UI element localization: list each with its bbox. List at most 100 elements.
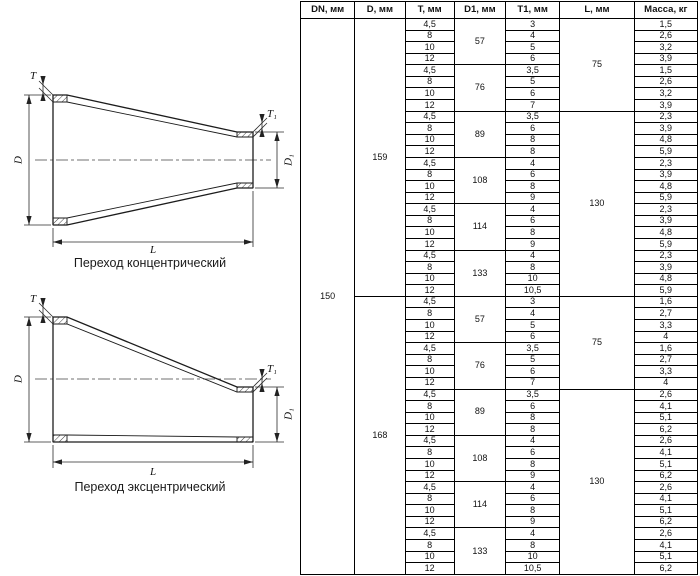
cell-mass: 4,8 [633, 272, 699, 286]
dimension-T1: T₁ [252, 108, 277, 138]
cell-t1: 6 [504, 52, 561, 66]
cell-t: 8 [404, 168, 455, 182]
cell-mass: 4 [633, 376, 699, 390]
dim-label-D1: D₁ [283, 408, 295, 421]
cell-d1: 89 [453, 110, 507, 158]
dim-label-D1: D₁ [283, 154, 295, 167]
cell-mass: 2,7 [633, 307, 699, 321]
cell-t1: 9 [504, 191, 561, 205]
cell-t: 4,5 [404, 110, 455, 124]
cell-t: 10 [404, 180, 455, 193]
cell-t1: 3,5 [504, 342, 561, 355]
cell-t1: 6 [504, 168, 561, 182]
cell-t1: 10,5 [504, 562, 561, 575]
cell-t: 12 [404, 145, 455, 158]
cell-t1: 4 [504, 307, 561, 321]
cell-t: 4,5 [404, 434, 455, 448]
cell-t1: 8 [504, 226, 561, 239]
cell-t1: 5 [504, 75, 561, 89]
cell-t: 10 [404, 226, 455, 239]
eccentric-reducer-drawing: D T T₁ D₁ [13, 293, 295, 478]
cell-t1: 8 [504, 261, 561, 274]
cell-mass: 5,9 [633, 145, 699, 158]
column-header: L, мм [559, 1, 635, 19]
dim-label-T1: T₁ [267, 108, 277, 120]
table-row: 10 8 4,8 [301, 226, 699, 239]
cell-t1: 7 [504, 99, 561, 112]
cell-dn: 150 [299, 18, 356, 575]
cell-d1: 133 [453, 527, 507, 575]
cell-mass: 2,3 [633, 249, 699, 263]
cell-t1: 6 [504, 492, 561, 506]
cell-d: 168 [354, 295, 406, 576]
dim-label-T: T [30, 293, 37, 305]
cell-t: 12 [404, 99, 455, 112]
cell-mass: 4,1 [633, 492, 699, 506]
cell-mass: 3,9 [633, 261, 699, 274]
cell-d1: 114 [453, 481, 507, 529]
cell-t: 10 [404, 319, 455, 332]
cell-mass: 4,1 [633, 400, 699, 413]
cell-t: 12 [404, 191, 455, 205]
cell-mass: 3,9 [633, 168, 699, 182]
cell-mass: 6,2 [633, 562, 699, 575]
cell-t: 8 [404, 400, 455, 413]
dimension-D1: D₁ [255, 386, 295, 443]
caption-concentric: Переход концентрический [73, 256, 227, 270]
cell-t1: 8 [504, 411, 561, 425]
dimension-D: D [13, 316, 51, 443]
cell-mass: 3,9 [633, 214, 699, 228]
cell-d: 159 [354, 18, 406, 297]
cell-mass: 2,6 [633, 29, 699, 43]
cell-t: 4,5 [404, 18, 455, 31]
cell-t: 12 [404, 238, 455, 251]
cell-mass: 4,8 [633, 226, 699, 239]
dimension-T1: T₁ [252, 363, 277, 393]
column-header: T1, мм [504, 1, 561, 19]
cell-d1: 108 [453, 434, 507, 483]
cell-t: 10 [404, 272, 455, 286]
cell-d1: 57 [453, 295, 507, 344]
cell-mass: 4,1 [633, 446, 699, 459]
cell-mass: 3,9 [633, 99, 699, 112]
cell-mass: 3,3 [633, 365, 699, 378]
cell-t: 4,5 [404, 64, 455, 77]
cell-mass: 2,3 [633, 110, 699, 124]
cell-t1: 6 [504, 87, 561, 101]
cell-mass: 2,6 [633, 75, 699, 89]
cell-mass: 3,2 [633, 87, 699, 101]
cell-mass: 2,6 [633, 388, 699, 402]
cell-t1: 4 [504, 481, 561, 494]
cell-t1: 7 [504, 376, 561, 390]
cell-t1: 8 [504, 180, 561, 193]
cell-t: 4,5 [404, 527, 455, 540]
column-header: T, мм [404, 1, 455, 19]
cell-t1: 6 [504, 330, 561, 344]
cell-t: 12 [404, 515, 455, 529]
cell-t1: 5 [504, 319, 561, 332]
column-header: DN, мм [299, 1, 356, 19]
cell-t: 10 [404, 411, 455, 425]
cell-t1: 4 [504, 29, 561, 43]
dim-label-D: D [13, 156, 25, 165]
cell-d1: 89 [453, 388, 507, 436]
cell-d1: 57 [453, 17, 507, 66]
cell-mass: 3,3 [633, 319, 699, 332]
cell-t: 4,5 [404, 156, 455, 170]
cell-t: 4,5 [404, 295, 455, 309]
column-header: Масса, кг [633, 1, 699, 19]
